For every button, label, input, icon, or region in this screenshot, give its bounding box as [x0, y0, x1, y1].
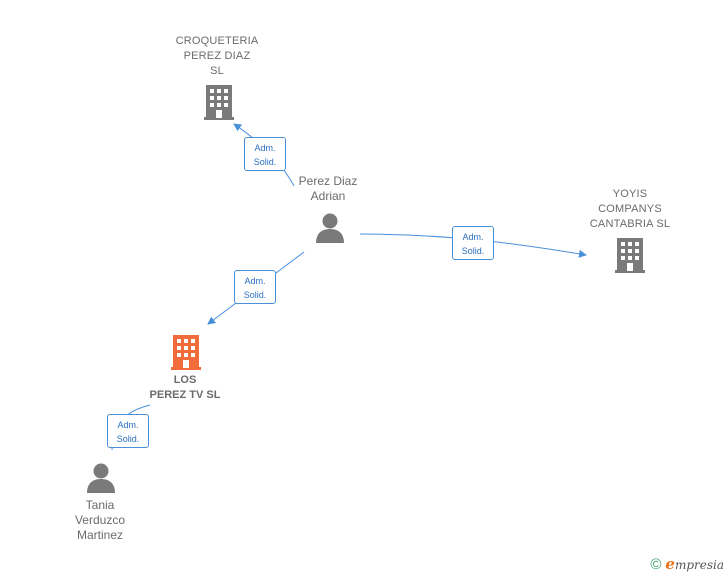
- node-label-croqueteria[interactable]: CROQUETERIA PEREZ DIAZ SL: [175, 35, 259, 77]
- person-icon-tania[interactable]: [87, 463, 115, 494]
- brand-logo[interactable]: empresia: [665, 555, 724, 573]
- copyright-icon: ©: [650, 555, 662, 573]
- building-icon-yoyis[interactable]: [615, 238, 645, 273]
- edge-role-perez-croqueteria: Adm. Solid.: [244, 137, 286, 171]
- building-icon-los-perez[interactable]: [171, 335, 201, 370]
- building-icon-croqueteria[interactable]: [204, 85, 234, 120]
- node-label-yoyis[interactable]: YOYIS COMPANYS CANTABRIA SL: [589, 188, 671, 230]
- edge-role-tania-los-perez: Adm. Solid.: [107, 414, 149, 448]
- node-label-tania[interactable]: Tania Verduzco Martinez: [74, 498, 126, 542]
- node-label-los-perez[interactable]: LOS PEREZ TV SL: [149, 374, 221, 401]
- person-icon-perez-diaz[interactable]: [316, 213, 344, 244]
- edge-role-perez-los-perez: Adm. Solid.: [234, 270, 276, 304]
- brand-name: mpresia: [674, 558, 724, 572]
- brand-initial: e: [665, 555, 675, 573]
- node-label-perez-diaz[interactable]: Perez Diaz Adrian: [298, 174, 358, 203]
- edge-role-perez-yoyis: Adm. Solid.: [452, 226, 494, 260]
- footer-branding: © empresia: [650, 555, 724, 573]
